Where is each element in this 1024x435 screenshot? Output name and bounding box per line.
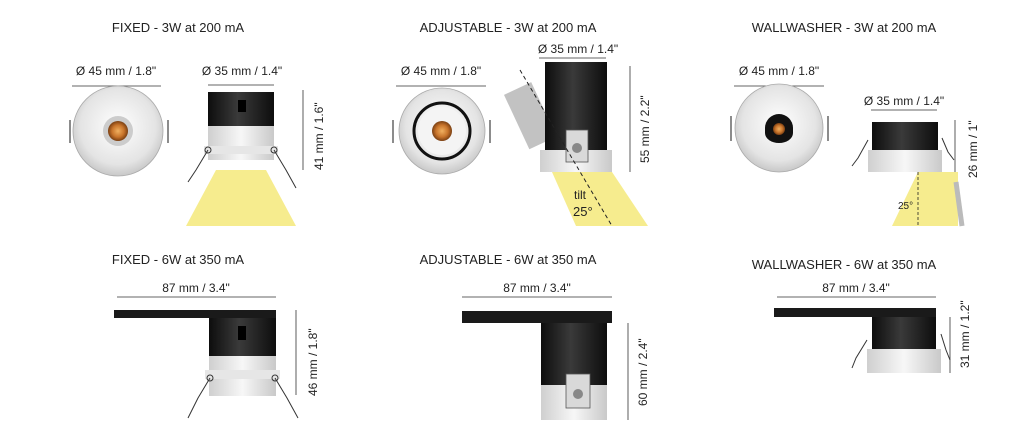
title-wallwasher-6w: WALLWASHER - 6W at 350 mA	[751, 257, 937, 272]
led-chip	[108, 121, 128, 141]
wallwasher-6w-height-dim: 31 mm / 1.2"	[958, 300, 972, 368]
wallwasher-3w-front-dim: Ø 45 mm / 1.8"	[738, 64, 820, 78]
wallwasher-3w-height-dim: 26 mm / 1"	[966, 120, 980, 178]
wall-hatch	[953, 181, 965, 227]
spring-right	[273, 149, 297, 189]
spring-pivot-left	[206, 374, 214, 382]
wallwasher-3w-drawing	[730, 83, 965, 227]
spring-pivot-left	[204, 146, 212, 154]
heatsink-slot	[238, 100, 246, 112]
mounting-plate	[114, 310, 276, 318]
wallwasher-3w-angle: 25°	[898, 201, 914, 212]
trim-body	[868, 150, 942, 172]
adjustable-6w-height-dim: 60 mm / 2.4"	[636, 338, 650, 406]
light-beam	[552, 172, 648, 226]
gimbal-ring	[412, 101, 472, 161]
fixed-3w-height-dim: 41 mm / 1.6"	[312, 102, 326, 170]
led-chip	[432, 121, 452, 141]
spring-left	[851, 139, 869, 167]
spring-right	[941, 137, 955, 161]
mounting-plate	[462, 311, 612, 323]
adjustable-3w-height-dim: 55 mm / 2.2"	[638, 95, 652, 163]
spring-pivot-right	[271, 374, 279, 382]
adjustable-3w-tilt-value: 25°	[573, 204, 593, 219]
trim-lip	[205, 370, 280, 379]
light-beam	[186, 170, 296, 226]
spring-left	[187, 149, 209, 183]
adjustable-6w-drawing	[462, 296, 629, 420]
screw-head	[572, 143, 582, 153]
title-adjustable-6w: ADJUSTABLE - 6W at 350 mA	[419, 252, 597, 267]
spring-right	[940, 333, 951, 361]
fixed-3w-side-dim: Ø 35 mm / 1.4"	[201, 64, 283, 78]
fixed-3w-front-dim: Ø 45 mm / 1.8"	[75, 64, 157, 78]
fixed-6w-drawing	[114, 296, 299, 419]
adjustable-3w-tilt-label: tilt	[574, 188, 586, 202]
mounting-plate	[774, 308, 936, 317]
light-beam	[892, 172, 958, 226]
spring-pivot-right	[270, 146, 278, 154]
trim-body	[867, 349, 941, 373]
title-adjustable-3w: ADJUSTABLE - 3W at 200 mA	[419, 20, 597, 35]
trim-lip	[204, 146, 278, 154]
spring-left	[851, 339, 868, 369]
tilted-module	[504, 82, 557, 150]
title-wallwasher-3w: WALLWASHER - 3W at 200 mA	[751, 20, 937, 35]
adjustable-3w-drawing	[392, 57, 648, 227]
adjustable-3w-side-dim: Ø 35 mm / 1.4"	[537, 42, 619, 56]
wallwasher-6w-width-dim: 87 mm / 3.4"	[822, 281, 890, 295]
screw-head	[573, 389, 583, 399]
trim-body	[208, 126, 274, 160]
adjustable-3w-front-dim: Ø 45 mm / 1.8"	[400, 64, 482, 78]
title-fixed-6w: FIXED - 6W at 350 mA	[111, 252, 245, 267]
wallwasher-3w-side-dim: Ø 35 mm / 1.4"	[863, 94, 945, 108]
title-fixed-3w: FIXED - 3W at 200 mA	[111, 20, 245, 35]
fixed-6w-width-dim: 87 mm / 3.4"	[162, 281, 230, 295]
wallwasher-6w-drawing	[774, 296, 951, 373]
spring-left	[187, 377, 211, 419]
tilt-axis	[519, 69, 613, 227]
heatsink	[872, 317, 936, 351]
spring-right	[274, 377, 299, 419]
heatsink	[872, 122, 938, 152]
heatsink-slot	[238, 326, 246, 340]
adjustable-6w-width-dim: 87 mm / 3.4"	[503, 281, 571, 295]
fixed-6w-height-dim: 46 mm / 1.8"	[306, 328, 320, 396]
fixed-3w-drawing	[69, 84, 304, 226]
led-chip	[773, 123, 785, 135]
